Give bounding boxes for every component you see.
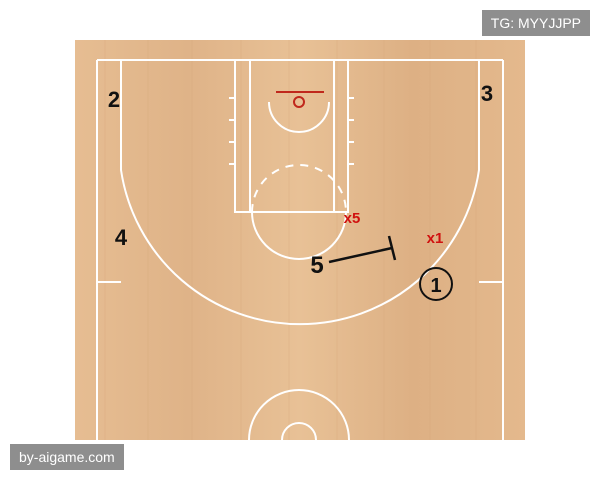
- player-5-label: 5: [310, 252, 323, 279]
- restricted-area: [268, 101, 330, 133]
- three-point-line: [120, 60, 480, 326]
- lane-hashes-right: [348, 97, 354, 165]
- rim: [293, 96, 305, 108]
- player-1-circle: [419, 267, 453, 301]
- defender-x1-label: x1: [427, 230, 444, 247]
- player-1-label: 1: [430, 275, 441, 297]
- watermark-telegram: TG: MYYJJPP: [481, 10, 590, 36]
- lane-hashes-left: [229, 97, 235, 165]
- court-floor: [75, 40, 525, 440]
- player-4-label: 4: [115, 225, 128, 250]
- offense-players: 2 3 4 5 1: [108, 81, 493, 297]
- paint-outer: [234, 59, 349, 213]
- defender-x5-label: x5: [344, 210, 361, 227]
- court-lines: [96, 59, 504, 441]
- defense-players: x5 x1: [344, 210, 444, 247]
- player-2-label: 2: [108, 87, 120, 112]
- screen-arrow: [328, 235, 397, 264]
- player-3-label: 3: [481, 81, 493, 106]
- center-circle-outer: [248, 389, 350, 441]
- free-throw-circle-top: [251, 164, 347, 213]
- free-throw-circle-bottom: [251, 211, 347, 260]
- watermark-site: by-aigame.com: [10, 444, 124, 470]
- center-circle-inner: [281, 422, 317, 441]
